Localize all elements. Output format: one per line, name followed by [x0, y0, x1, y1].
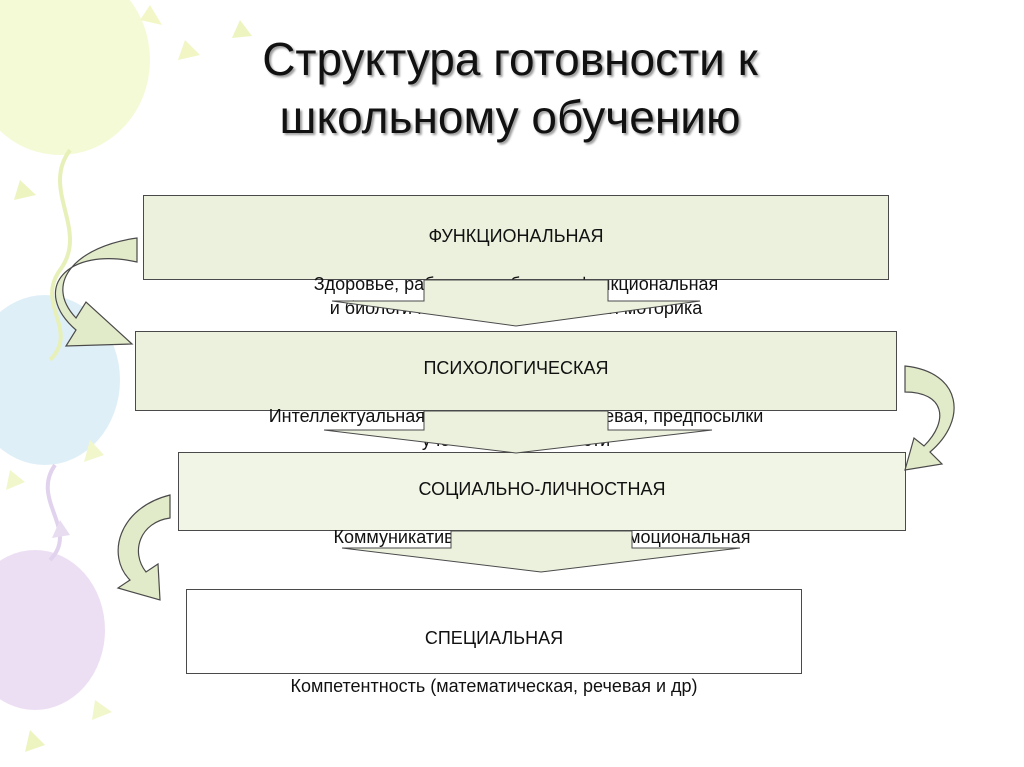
box-heading: ПСИХОЛОГИЧЕСКАЯ — [423, 358, 609, 378]
box-special: СПЕЦИАЛЬНАЯ Компетентность (математическ… — [186, 589, 802, 696]
balloon-yellow — [0, 0, 150, 155]
box-social-personal: СОЦИАЛЬНО-ЛИЧНОСТНАЯ Коммуникативная, нр… — [178, 452, 906, 547]
confetti-star — [232, 20, 252, 38]
balloon-purple — [0, 550, 105, 710]
box-detail: Интеллектуальная, мотивационная, волевая… — [268, 406, 764, 450]
box-heading: СПЕЦИАЛЬНАЯ — [424, 628, 564, 648]
confetti-star — [178, 40, 200, 60]
confetti-star — [140, 5, 162, 25]
box-detail: Коммуникативная, нравственная, эмоционал… — [333, 527, 751, 547]
balloon-string — [45, 463, 62, 562]
confetti-star — [92, 700, 112, 720]
box-heading: ФУНКЦИОНАЛЬНАЯ — [428, 226, 604, 246]
confetti-star — [6, 470, 25, 490]
confetti-star — [84, 440, 104, 462]
confetti-star — [25, 730, 45, 752]
page-title: Структура готовности к школьному обучени… — [262, 33, 758, 143]
balloon-blue — [0, 295, 120, 465]
box-psychological: ПСИХОЛОГИЧЕСКАЯ Интеллектуальная, мотива… — [135, 331, 897, 450]
confetti-star — [14, 180, 36, 200]
box-heading: СОЦИАЛЬНО-ЛИЧНОСТНАЯ — [418, 479, 666, 499]
box-detail: Компетентность (математическая, речевая … — [290, 676, 698, 696]
box-detail: Здоровье, работоспособность, функциональ… — [313, 274, 719, 318]
confetti-star — [52, 520, 70, 538]
box-functional: ФУНКЦИОНАЛЬНАЯ Здоровье, работоспособнос… — [143, 195, 889, 318]
